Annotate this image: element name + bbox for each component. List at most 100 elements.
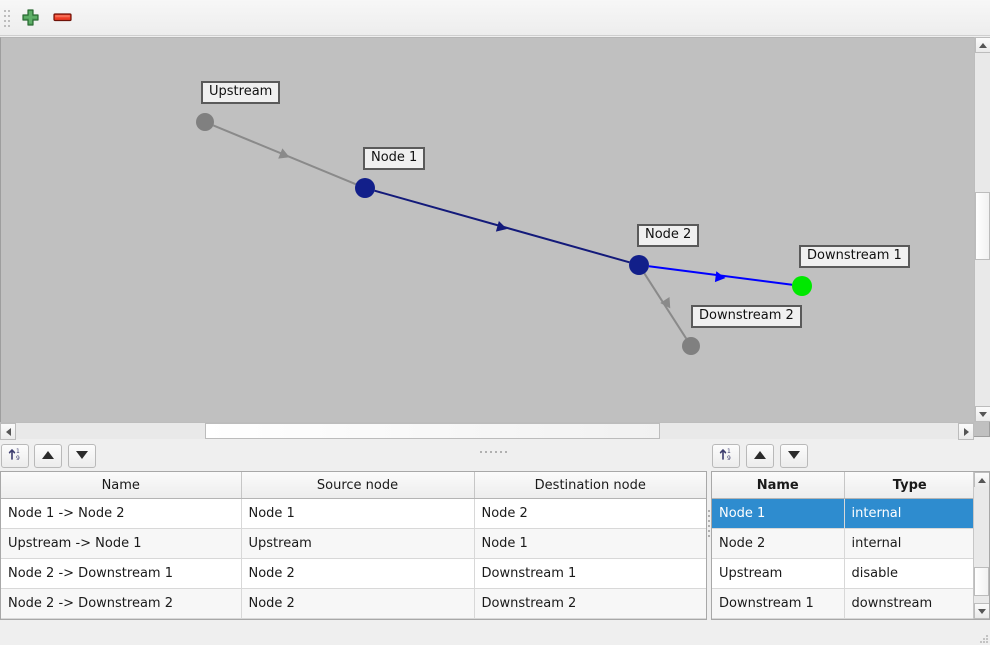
cell-0[interactable]: Node 1 (712, 498, 845, 529)
nodes-move-up-button[interactable] (746, 444, 774, 468)
graph-node-label-downstream2[interactable]: Downstream 2 (691, 305, 802, 328)
graph-node-node1[interactable] (355, 178, 375, 198)
triangle-left-icon (5, 427, 11, 436)
graph-node-label-downstream1[interactable]: Downstream 1 (799, 245, 910, 268)
cell-1[interactable]: Node 1 (241, 498, 475, 529)
column-header-0[interactable]: Name (712, 472, 845, 499)
cell-0[interactable]: Downstream 1 (712, 588, 845, 619)
graph-node-label-upstream[interactable]: Upstream (201, 81, 281, 104)
sort-arrows-icon: 1 9 (7, 446, 23, 466)
graph-edge-arrowhead (714, 271, 726, 283)
horizontal-splitter[interactable] (0, 439, 990, 453)
cell-1[interactable]: downstream (844, 588, 975, 619)
triangle-up-icon (979, 42, 987, 48)
nodes-sort-button[interactable]: 1 9 (712, 444, 740, 468)
cell-0[interactable]: Node 1 -> Node 2 (1, 498, 242, 529)
scroll-up-button[interactable] (975, 37, 990, 53)
remove-node-button[interactable] (48, 6, 76, 32)
scroll-left-button[interactable] (0, 423, 16, 440)
svg-text:9: 9 (727, 455, 731, 462)
scroll-thumb[interactable] (205, 423, 660, 439)
splitter-grip (480, 442, 510, 457)
canvas-horizontal-scrollbar[interactable] (0, 422, 974, 440)
triangle-down-icon (979, 411, 987, 417)
edges-sort-button[interactable]: 1 9 (1, 444, 29, 468)
cell-0[interactable]: Upstream -> Node 1 (1, 528, 242, 559)
red-minus-icon (52, 11, 72, 27)
triangle-right-icon (963, 427, 969, 436)
cell-2[interactable]: Downstream 2 (474, 588, 706, 619)
cell-1[interactable]: Node 2 (241, 558, 475, 589)
column-header-0[interactable]: Name (1, 472, 242, 499)
cell-0[interactable]: Upstream (712, 558, 845, 589)
cell-0[interactable]: Node 2 (712, 528, 845, 559)
splitter-grip (708, 510, 710, 540)
scroll-down-button[interactable] (975, 406, 990, 422)
edges-move-down-button[interactable] (68, 444, 96, 468)
column-header-1[interactable]: Type (844, 472, 975, 499)
cell-0[interactable]: Node 2 -> Downstream 2 (1, 588, 242, 619)
svg-text:1: 1 (727, 448, 731, 455)
graph-edge-arrowhead (660, 297, 671, 309)
graph-drawing (196, 113, 812, 355)
graph-node-upstream[interactable] (196, 113, 214, 131)
nodes-toolbar: 1 9 (711, 444, 990, 471)
graph-node-label-node2[interactable]: Node 2 (637, 224, 700, 247)
scroll-thumb[interactable] (975, 192, 990, 260)
cell-1[interactable]: internal (844, 528, 975, 559)
svg-text:9: 9 (16, 455, 20, 462)
svg-text:1: 1 (16, 448, 20, 455)
cell-2[interactable]: Node 2 (474, 498, 706, 529)
canvas-vertical-scrollbar[interactable] (974, 37, 990, 422)
cell-1[interactable]: internal (844, 498, 975, 529)
triangle-down-icon (75, 449, 89, 464)
column-header-1[interactable]: Source node (241, 472, 475, 499)
cell-2[interactable]: Downstream 1 (474, 558, 706, 589)
nodes-table-scrollbar[interactable] (973, 472, 989, 619)
cell-0[interactable]: Node 2 -> Downstream 1 (1, 558, 242, 589)
edges-toolbar: 1 9 (0, 444, 707, 471)
triangle-down-icon (978, 608, 986, 614)
graph-node-downstream2[interactable] (682, 337, 700, 355)
vertical-splitter[interactable] (707, 470, 711, 620)
triangle-down-icon (787, 449, 801, 464)
scroll-down-button[interactable] (974, 603, 989, 619)
graph-node-label-node1[interactable]: Node 1 (363, 147, 426, 170)
green-plus-icon (21, 8, 39, 30)
graph-edge-arrowhead (495, 220, 507, 232)
toolbar-drag-handle[interactable] (4, 10, 10, 27)
column-header-2[interactable]: Destination node (474, 472, 706, 499)
edges-move-up-button[interactable] (34, 444, 62, 468)
nodes-move-down-button[interactable] (780, 444, 808, 468)
add-node-button[interactable] (16, 6, 44, 32)
scroll-thumb[interactable] (974, 567, 989, 596)
cell-1[interactable]: Upstream (241, 528, 475, 559)
window-resize-grip[interactable] (980, 635, 988, 643)
graph-edge-arrowhead (278, 148, 290, 159)
graph-edge[interactable] (643, 272, 687, 339)
cell-1[interactable]: Node 2 (241, 588, 475, 619)
cell-2[interactable]: Node 1 (474, 528, 706, 559)
sort-arrows-icon: 1 9 (718, 446, 734, 466)
graph-node-node2[interactable] (629, 255, 649, 275)
graph-node-downstream1[interactable] (792, 276, 812, 296)
scroll-up-button[interactable] (974, 472, 989, 488)
cell-1[interactable]: disable (844, 558, 975, 589)
scroll-right-button[interactable] (958, 423, 974, 440)
